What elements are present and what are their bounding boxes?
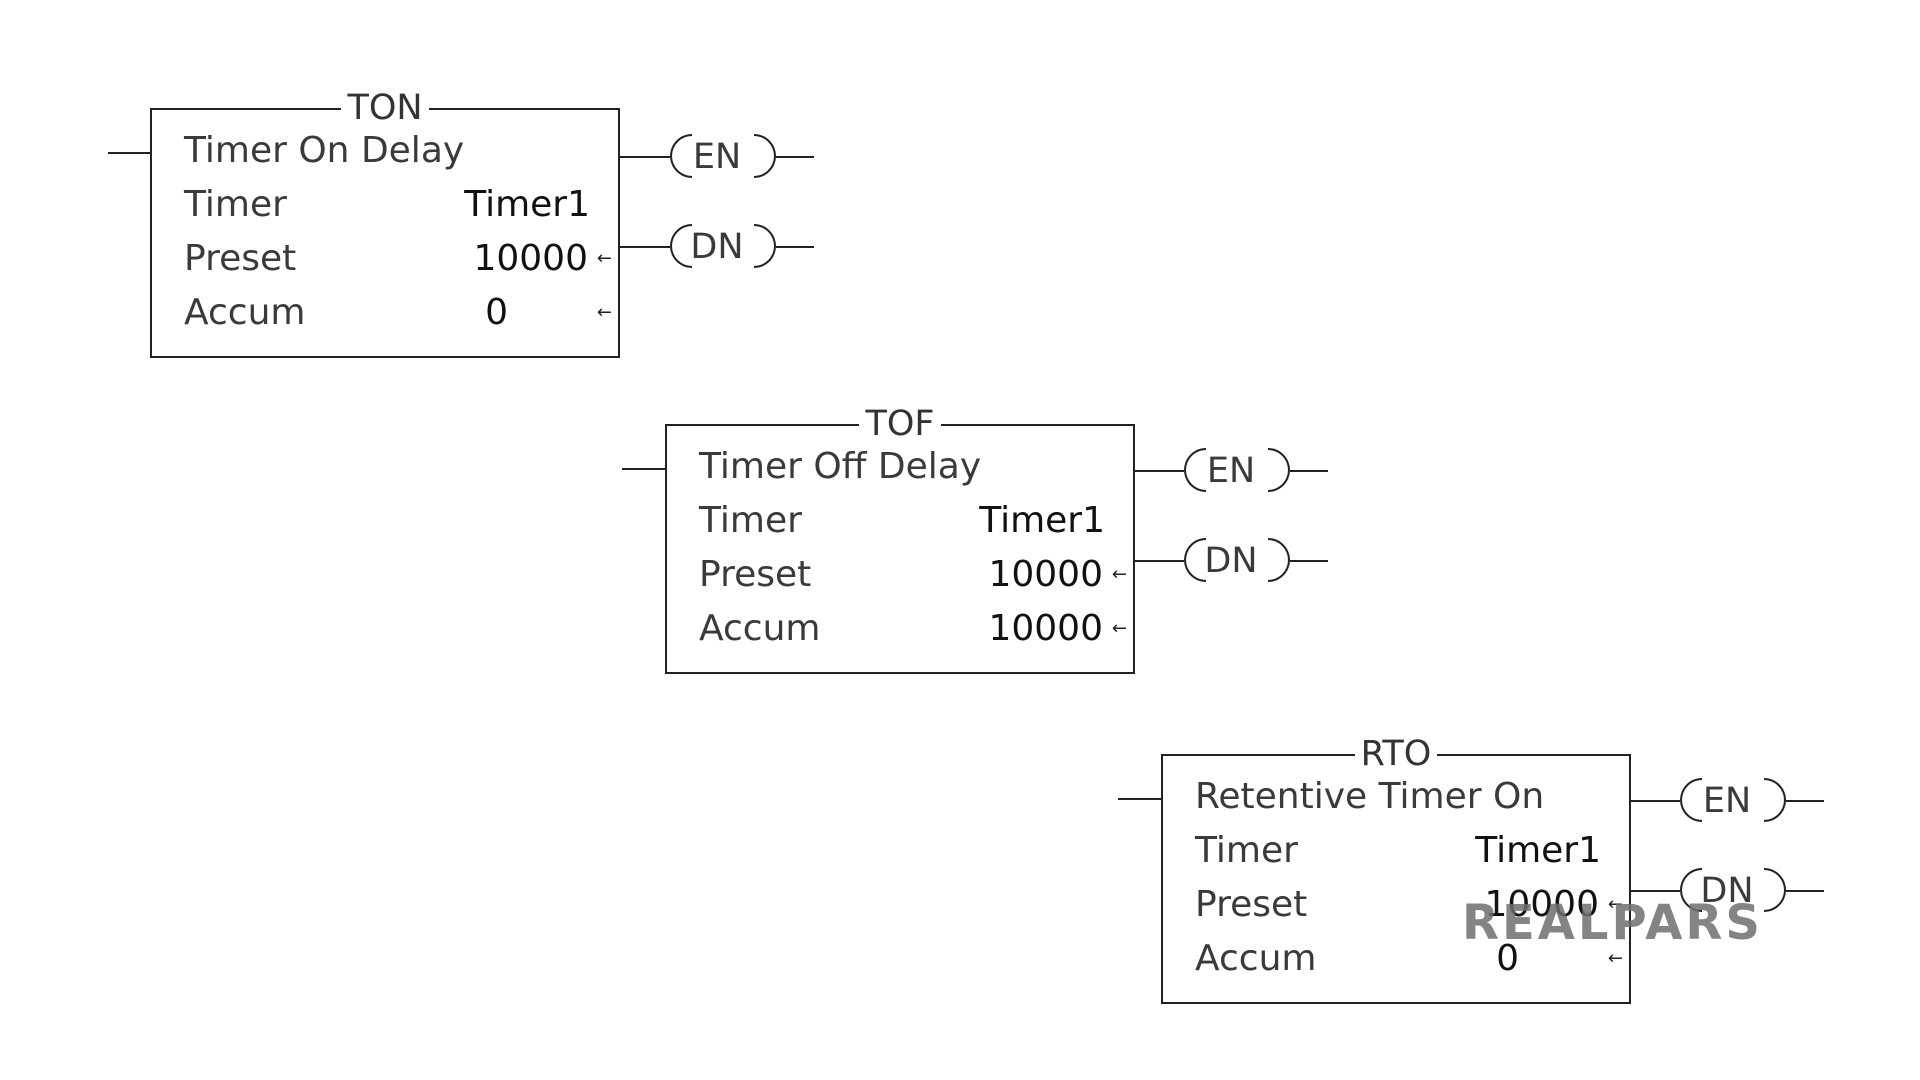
ton-preset-arrow-icon: ← bbox=[596, 248, 612, 269]
tof-block-type: TOF bbox=[667, 404, 1133, 444]
tof-accum-label: Accum bbox=[699, 608, 821, 649]
ton-timer-value: Timer1 bbox=[464, 184, 590, 225]
rto-dn-coil-lead-out bbox=[1786, 890, 1824, 892]
tof-en-coil: EN bbox=[1134, 446, 1328, 496]
ton-timer-label: Timer bbox=[184, 184, 287, 225]
ton-block: TON Timer On Delay Timer Timer1 Preset 1… bbox=[150, 88, 620, 358]
tof-en-coil-label: EN bbox=[1206, 451, 1256, 491]
tof-accum-value: 10000 bbox=[988, 608, 1103, 649]
ton-dn-coil-lead-in bbox=[620, 246, 670, 248]
ton-preset-value: 10000 bbox=[473, 238, 588, 279]
rto-dn-coil: DN bbox=[1630, 866, 1824, 916]
tof-timer-value: Timer1 bbox=[979, 500, 1105, 541]
ton-block-type: TON bbox=[152, 88, 618, 128]
rto-dn-coil-label: DN bbox=[1700, 871, 1754, 911]
rto-preset-value: 10000 bbox=[1484, 884, 1599, 925]
rto-dn-coil-lead-in bbox=[1630, 890, 1680, 892]
ton-accum-arrow-icon: ← bbox=[596, 302, 612, 323]
rto-block-type: RTO bbox=[1163, 734, 1629, 774]
tof-preset-label: Preset bbox=[699, 554, 812, 595]
tof-preset-arrow-icon: ← bbox=[1111, 564, 1127, 585]
ton-preset-label: Preset bbox=[184, 238, 297, 279]
tof-dn-coil-label: DN bbox=[1204, 541, 1258, 581]
ton-en-coil: EN bbox=[620, 132, 814, 182]
tof-dn-coil: DN bbox=[1134, 536, 1328, 586]
rto-en-coil: EN bbox=[1630, 776, 1824, 826]
rto-accum-value: 0 bbox=[1496, 938, 1519, 979]
rto-accum-arrow-icon: ← bbox=[1607, 948, 1623, 969]
ton-en-coil-lead-out bbox=[776, 156, 814, 158]
tof-block: TOF Timer Off Delay Timer Timer1 Preset … bbox=[665, 404, 1135, 674]
realpars-watermark-logo: REALPARS bbox=[1462, 895, 1763, 951]
tof-input-wire bbox=[622, 468, 666, 470]
ton-en-coil-label: EN bbox=[692, 137, 742, 177]
rto-en-coil-label: EN bbox=[1702, 781, 1752, 821]
tof-dn-coil-lead-out bbox=[1290, 560, 1328, 562]
tof-dn-coil-lead-in bbox=[1134, 560, 1184, 562]
tof-en-coil-lead-out bbox=[1290, 470, 1328, 472]
tof-preset-value: 10000 bbox=[988, 554, 1103, 595]
ton-input-wire bbox=[108, 152, 152, 154]
ton-dn-coil: DN bbox=[620, 222, 814, 272]
ton-dn-coil-lead-out bbox=[776, 246, 814, 248]
tof-en-coil-lead-in bbox=[1134, 470, 1184, 472]
rto-en-coil-lead-in bbox=[1630, 800, 1680, 802]
rto-preset-label: Preset bbox=[1195, 884, 1308, 925]
ton-accum-label: Accum bbox=[184, 292, 306, 333]
ton-dn-coil-label: DN bbox=[690, 227, 744, 267]
rto-accum-label: Accum bbox=[1195, 938, 1317, 979]
rto-en-coil-lead-out bbox=[1786, 800, 1824, 802]
rto-timer-label: Timer bbox=[1195, 830, 1298, 871]
tof-accum-arrow-icon: ← bbox=[1111, 618, 1127, 639]
tof-timer-label: Timer bbox=[699, 500, 802, 541]
rto-block: RTO Retentive Timer On Timer Timer1 Pres… bbox=[1161, 734, 1631, 1004]
rto-block-title: Retentive Timer On bbox=[1195, 776, 1545, 817]
ton-block-title: Timer On Delay bbox=[184, 130, 465, 171]
rto-preset-arrow-icon: ← bbox=[1607, 894, 1623, 915]
ton-accum-value: 0 bbox=[485, 292, 508, 333]
rto-timer-value: Timer1 bbox=[1475, 830, 1601, 871]
tof-block-title: Timer Off Delay bbox=[699, 446, 982, 487]
ton-en-coil-lead-in bbox=[620, 156, 670, 158]
rto-input-wire bbox=[1118, 798, 1162, 800]
